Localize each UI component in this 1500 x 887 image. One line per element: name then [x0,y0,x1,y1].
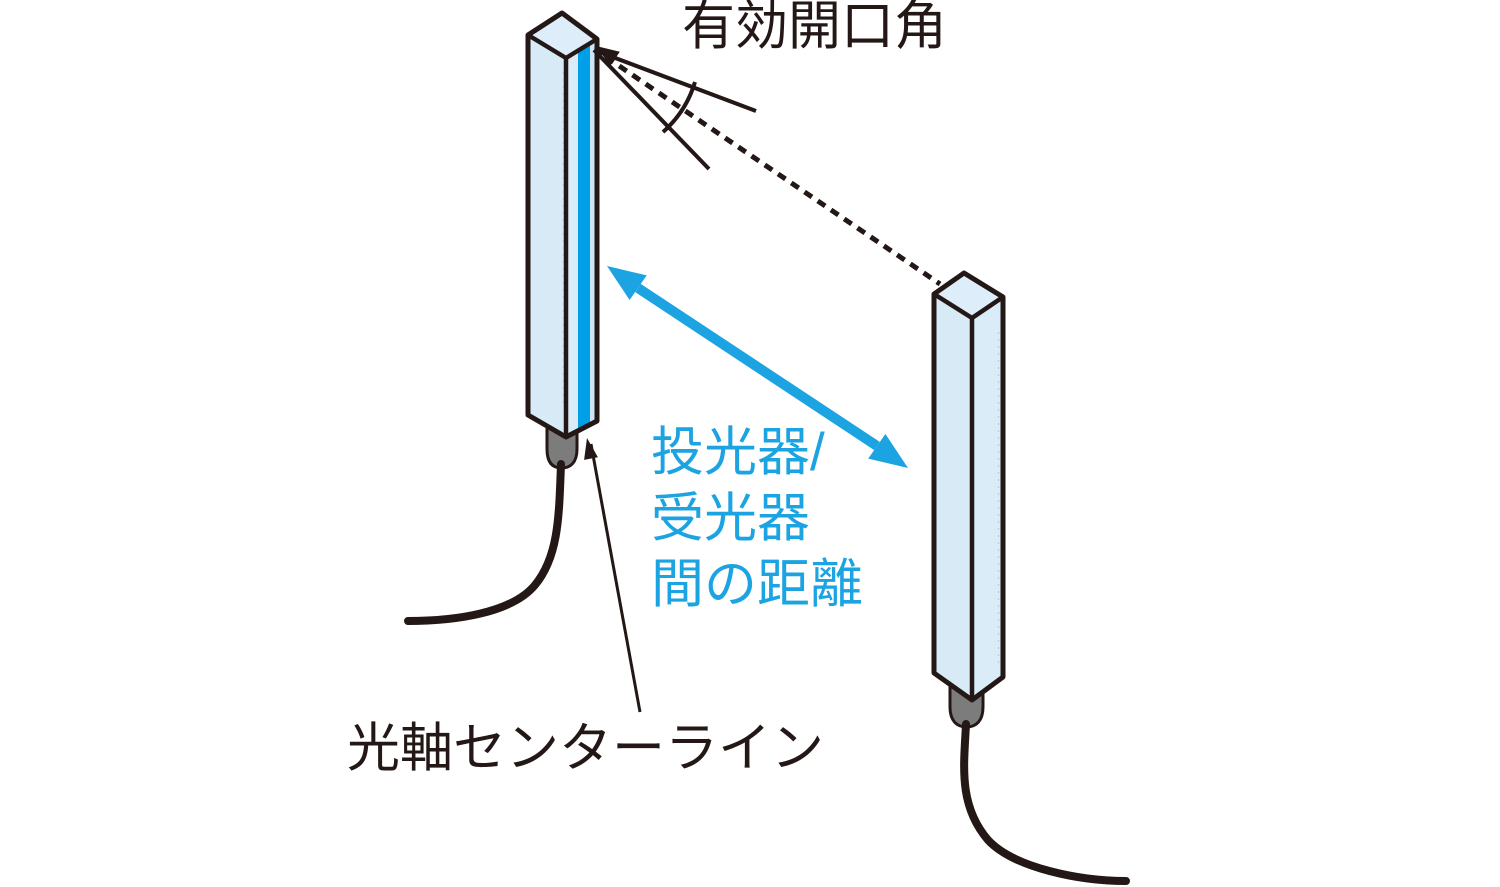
aperture-angle-lines [592,48,757,171]
receiver-bar-left-face [934,294,972,700]
optical-axis-leader-arrow [584,438,642,713]
distance-label-line-3: 間の距離 [651,555,863,614]
distance-arrow-head-right [868,434,908,468]
dotted-line-arrowhead [596,46,620,66]
distance-label: 投光器/ 受光器 間の距離 [651,420,863,618]
aperture-angle-arc [661,81,697,134]
receiver-bar [931,270,1006,703]
optical-axis-dotted-line [604,54,942,287]
distance-arrow [607,266,908,468]
emitter-bar-inner-edges [526,33,599,437]
leader-arrowhead [584,438,598,460]
optical-axis-label: 光軸センターライン [347,719,824,778]
distance-arrow-shaft [635,283,880,451]
emitter-bar-left-face [528,35,566,437]
distance-arrow-head-left [607,266,647,300]
emitter-bar [525,10,600,440]
distance-label-line-1: 投光器/ [651,423,825,482]
aperture-fan-lower-line [592,48,711,171]
emitter-optical-stripe [578,43,590,431]
leader-line [589,443,642,713]
emitter-cable [404,460,565,625]
receiver-cable [960,720,1130,885]
aperture-fan-upper-line [593,48,757,113]
distance-label-line-2: 受光器 [651,489,810,548]
receiver-bar-inner-edges [932,292,1005,700]
receiver-bar-right-face [972,297,1003,700]
aperture-angle-label: 有効開口角 [682,0,947,56]
